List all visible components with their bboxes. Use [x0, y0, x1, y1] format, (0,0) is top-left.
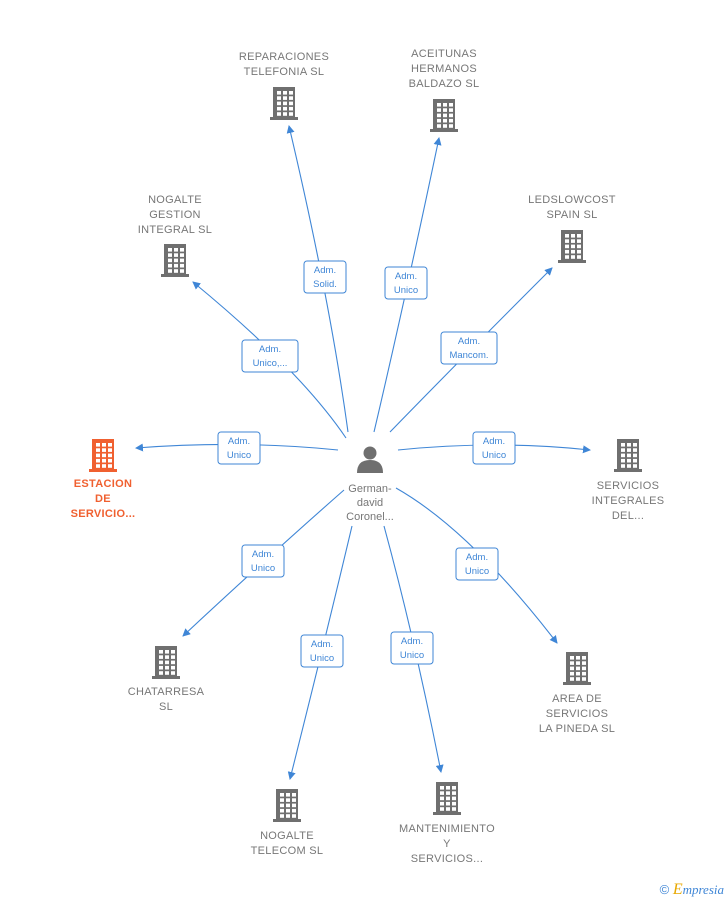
company-label: LA PINEDA SL	[539, 723, 615, 735]
person-label: German-	[348, 483, 392, 495]
company-label: GESTION	[149, 209, 201, 221]
company-label: INTEGRAL SL	[138, 224, 212, 236]
role-badge-line: Unico	[400, 650, 424, 661]
role-badge-line: Adm.	[252, 549, 274, 560]
role-badge-line: Adm.	[483, 436, 505, 447]
role-badge-line: Adm.	[314, 265, 336, 276]
company-label: SL	[159, 701, 173, 713]
person-node[interactable]: German-davidCoronel...	[346, 446, 394, 524]
role-badge[interactable]: Adm. Unico	[241, 544, 285, 578]
company-node-area-servicios[interactable]: AREA DE SERVICIOS LA PINEDA SL	[539, 652, 615, 735]
company-label: HERMANOS	[411, 63, 477, 75]
company-label: TELECOM SL	[251, 845, 324, 857]
building-icon	[430, 99, 458, 132]
role-badge-line: Adm.	[395, 271, 417, 282]
role-badge[interactable]: Adm. Unico	[390, 631, 434, 665]
role-badge-box	[390, 631, 434, 665]
person-icon	[357, 446, 383, 473]
role-badge-box	[300, 634, 344, 668]
building-icon	[270, 87, 298, 120]
company-label: SERVICIO...	[71, 508, 136, 520]
brand-name: mpresia	[682, 882, 724, 897]
company-node-nogalte-gestion[interactable]: NOGALTE GESTION INTEGRAL SL	[138, 194, 212, 277]
company-label: LEDSLOWCOST	[528, 194, 616, 206]
role-badge-line: Solid.	[313, 279, 337, 290]
role-badge[interactable]: Adm. Solid.	[303, 260, 347, 294]
building-icon	[558, 230, 586, 263]
company-label: ACEITUNAS	[411, 48, 477, 60]
role-badge-line: Unico	[251, 563, 275, 574]
company-node-estacion[interactable]: ESTACION DE SERVICIO...	[71, 439, 136, 520]
company-label: SPAIN SL	[546, 209, 597, 221]
person-label: Coronel...	[346, 511, 394, 523]
role-badge-line: Adm.	[259, 344, 281, 355]
role-badge[interactable]: Adm. Unico	[217, 431, 261, 465]
company-label: SERVICIOS...	[411, 853, 483, 865]
company-label: DE	[95, 493, 111, 505]
company-label: SERVICIOS	[597, 480, 659, 492]
role-badge-box	[303, 260, 347, 294]
building-icon	[433, 782, 461, 815]
role-badge[interactable]: Adm. Unico	[472, 431, 516, 465]
company-node-servicios-integrales[interactable]: SERVICIOS INTEGRALES DEL...	[592, 439, 665, 522]
company-node-chatarresa[interactable]: CHATARRESA SL	[128, 646, 205, 713]
role-badge-box	[472, 431, 516, 465]
role-badge-line: Adm.	[401, 636, 423, 647]
building-icon	[614, 439, 642, 472]
building-icon	[89, 439, 117, 472]
role-badge-line: Unico,...	[253, 358, 288, 369]
building-icon	[563, 652, 591, 685]
role-badge-box	[440, 331, 498, 365]
building-icon	[273, 789, 301, 822]
company-label: NOGALTE	[148, 194, 202, 206]
company-label: TELEFONIA SL	[244, 66, 325, 78]
footer-brand[interactable]: © Empresia	[660, 881, 724, 899]
role-badge-line: Adm.	[228, 436, 250, 447]
company-label: REPARACIONES	[239, 51, 329, 63]
company-node-ledslowcost[interactable]: LEDSLOWCOST SPAIN SL	[528, 194, 616, 263]
role-badge[interactable]: Adm. Unico,...	[241, 339, 299, 373]
role-badge-box	[455, 547, 499, 581]
company-label: ESTACION	[74, 478, 132, 490]
building-icon	[152, 646, 180, 679]
role-badge-box	[217, 431, 261, 465]
role-badge-line: Mancom.	[449, 350, 488, 361]
company-label: SERVICIOS	[546, 708, 608, 720]
role-badge[interactable]: Adm. Unico	[455, 547, 499, 581]
company-label: AREA DE	[552, 693, 602, 705]
role-badge-line: Adm.	[311, 639, 333, 650]
company-label: DEL...	[612, 510, 644, 522]
role-badge-line: Adm.	[466, 552, 488, 563]
company-label: MANTENIMIENTO	[399, 823, 495, 835]
company-node-reparaciones[interactable]: REPARACIONES TELEFONIA SL	[239, 51, 329, 120]
company-node-mantenimiento[interactable]: MANTENIMIENTO Y SERVICIOS...	[399, 782, 495, 865]
role-badge-line: Unico	[227, 450, 251, 461]
role-badge[interactable]: Adm. Mancom.	[440, 331, 498, 365]
role-badge-box	[384, 266, 428, 300]
company-label: Y	[443, 838, 451, 850]
role-badge-line: Unico	[310, 653, 334, 664]
badges-layer: Adm.Solid.Adm.UnicoAdm.Unico,...Adm.Manc…	[217, 260, 516, 668]
role-badge-line: Adm.	[458, 336, 480, 347]
company-label: INTEGRALES	[592, 495, 665, 507]
role-badge[interactable]: Adm. Unico	[300, 634, 344, 668]
brand-initial: E	[672, 881, 683, 898]
nodes-layer: REPARACIONES TELEFONIA SL ACEITUNAS HERMANO…	[71, 48, 665, 865]
company-label: NOGALTE	[260, 830, 314, 842]
copyright-icon: ©	[659, 882, 670, 897]
role-badge-line: Unico	[482, 450, 506, 461]
role-badge-box	[241, 544, 285, 578]
role-badge-line: Unico	[465, 566, 489, 577]
role-badge-line: Unico	[394, 285, 418, 296]
company-node-nogalte-telecom[interactable]: NOGALTE TELECOM SL	[251, 789, 324, 857]
role-badge[interactable]: Adm. Unico	[384, 266, 428, 300]
role-badge-box	[241, 339, 299, 373]
company-node-aceitunas[interactable]: ACEITUNAS HERMANOS BALDAZO SL	[409, 48, 480, 132]
company-label: BALDAZO SL	[409, 78, 480, 90]
company-label: CHATARRESA	[128, 686, 205, 698]
person-label: david	[357, 497, 383, 509]
building-icon	[161, 244, 189, 277]
